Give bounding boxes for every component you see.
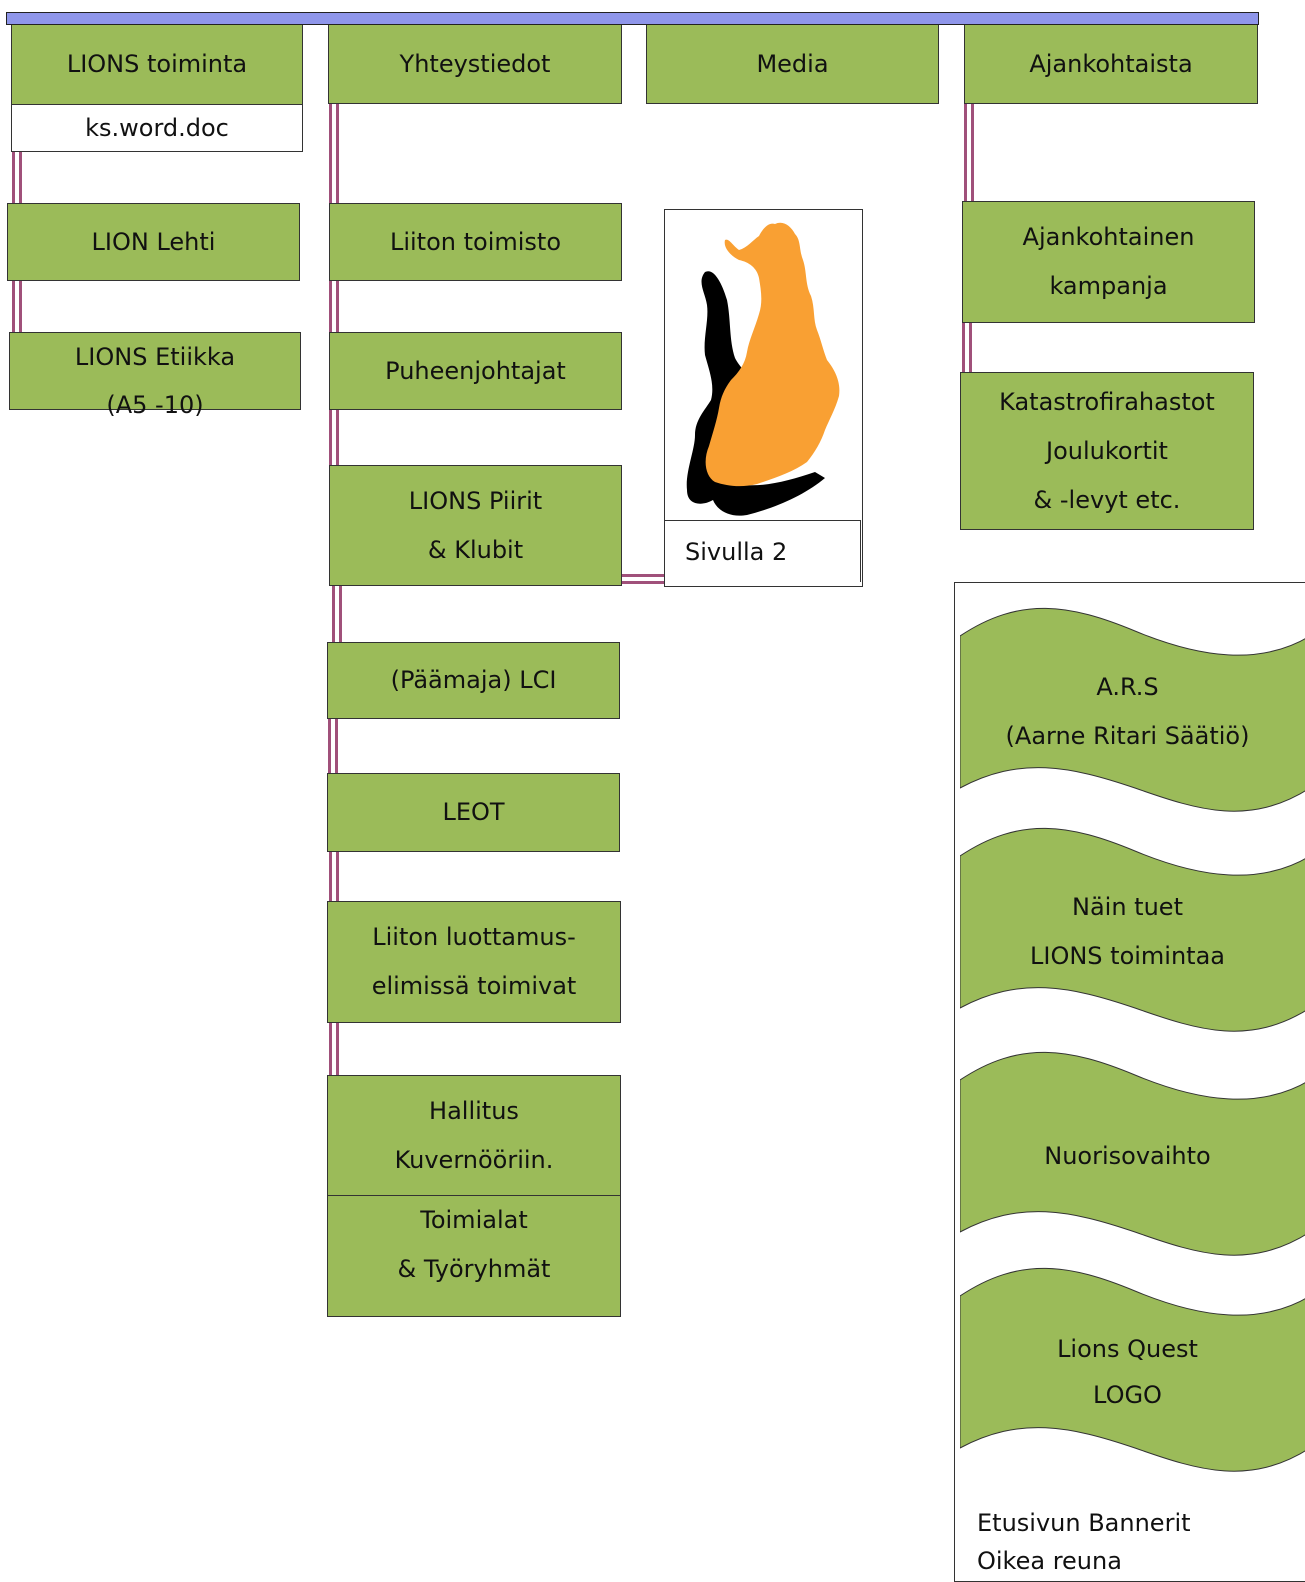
wave-flag-shape bbox=[960, 607, 1305, 812]
box-label-line2: kampanja bbox=[1049, 272, 1168, 300]
box-paamaja-lci[interactable]: (Päämaja) LCI bbox=[327, 642, 620, 719]
box-lions-piirit[interactable]: LIONS Piirit & Klubit bbox=[329, 465, 622, 586]
box-label-line2: (A5 -10) bbox=[106, 391, 204, 419]
box-liiton-luottamus[interactable]: Liiton luottamus-elimissä toimivat bbox=[327, 901, 621, 1023]
box-label-line1: LIONS Piirit bbox=[408, 486, 543, 515]
box-label-line1: Toimialat bbox=[420, 1206, 528, 1234]
connector bbox=[329, 410, 339, 465]
banner-label-line1: Näin tuet bbox=[1072, 893, 1183, 921]
map-caption: Sivulla 2 bbox=[685, 537, 788, 566]
connector bbox=[964, 104, 974, 202]
connector bbox=[329, 281, 339, 332]
box-label-line1: Ajankohtainen bbox=[1022, 223, 1195, 251]
finland-map-icon bbox=[686, 222, 840, 516]
box-label: (Päämaja) LCI bbox=[390, 666, 557, 694]
connector bbox=[12, 152, 22, 203]
box-label-line1: Liiton luottamus- bbox=[372, 923, 576, 951]
box-toimialat[interactable]: Toimialat & Työryhmät bbox=[327, 1195, 621, 1317]
box-label: LION Lehti bbox=[91, 227, 216, 256]
nav-label: Media bbox=[756, 49, 829, 78]
box-leot[interactable]: LEOT bbox=[327, 773, 620, 852]
box-label-line2: Kuvernööriin. bbox=[394, 1145, 554, 1174]
note-label: ks.word.doc bbox=[85, 114, 229, 142]
box-puheenjohtajat[interactable]: Puheenjohtajat bbox=[329, 332, 622, 410]
banner-label-line2: LIONS toimintaa bbox=[1030, 942, 1225, 970]
nav-label: Yhteystiedot bbox=[399, 49, 551, 78]
wave-flag-shape bbox=[960, 1051, 1305, 1256]
banner-label-line2: (Aarne Ritari Säätiö) bbox=[1005, 722, 1250, 750]
box-label: LEOT bbox=[442, 798, 505, 826]
box-lions-etiikka[interactable]: LIONS Etiikka (A5 -10) bbox=[9, 332, 301, 419]
nav-ajankohtaista[interactable]: Ajankohtaista bbox=[964, 25, 1258, 104]
connector bbox=[329, 852, 339, 901]
box-label: Liiton toimisto bbox=[389, 227, 562, 256]
finland-map-frame[interactable]: Sivulla 2 bbox=[664, 209, 863, 587]
nav-yhteystiedot[interactable]: Yhteystiedot bbox=[328, 25, 622, 104]
note-word-doc: ks.word.doc bbox=[11, 104, 303, 152]
connector bbox=[328, 719, 338, 773]
connector bbox=[962, 323, 972, 372]
box-label-line2: Joulukortit bbox=[1046, 436, 1168, 465]
box-lion-lehti[interactable]: LION Lehti bbox=[7, 203, 300, 281]
box-liiton-toimisto[interactable]: Liiton toimisto bbox=[329, 203, 622, 281]
connector bbox=[329, 104, 339, 204]
box-ajankohtainen-kampanja[interactable]: Ajankohtainen kampanja bbox=[962, 201, 1255, 323]
banner-panel-caption-line2: Oikea reuna bbox=[977, 1547, 1122, 1575]
box-label: Puheenjohtajat bbox=[385, 356, 566, 385]
connector bbox=[12, 281, 22, 332]
map-caption-box: Sivulla 2 bbox=[665, 520, 861, 582]
box-label-line2: elimissä toimivat bbox=[371, 972, 577, 1000]
box-label-line3: & -levyt etc. bbox=[1033, 485, 1181, 514]
nav-label: LIONS toiminta bbox=[66, 50, 248, 78]
banner-panel-caption-line1: Etusivun Bannerit bbox=[977, 1509, 1191, 1537]
connector bbox=[329, 1023, 339, 1075]
box-label-line2: & Työryhmät bbox=[397, 1255, 551, 1283]
banner-label: Nuorisovaihto bbox=[1044, 1141, 1211, 1170]
banner-label-line2: LOGO bbox=[1093, 1381, 1162, 1409]
connector bbox=[332, 586, 342, 642]
banner-nuorisovaihto[interactable]: Nuorisovaihto bbox=[960, 1050, 1305, 1262]
box-label-line2: & Klubit bbox=[427, 535, 524, 564]
wave-flag-shape bbox=[960, 1267, 1305, 1472]
top-navigation-bar bbox=[6, 12, 1259, 25]
wave-flag-shape bbox=[960, 827, 1305, 1032]
box-label-line1: Hallitus bbox=[429, 1096, 519, 1125]
box-label-line1: LIONS Etiikka bbox=[74, 343, 236, 371]
banner-label-line1: Lions Quest bbox=[1057, 1335, 1198, 1363]
banner-ars[interactable]: A.R.S (Aarne Ritari Säätiö) bbox=[960, 606, 1305, 818]
box-label-line1: Katastrofirahastot bbox=[999, 387, 1215, 416]
map-land bbox=[705, 222, 840, 487]
connector-to-map bbox=[622, 574, 666, 584]
nav-media[interactable]: Media bbox=[646, 25, 939, 104]
nav-lions-toiminta[interactable]: LIONS toiminta bbox=[11, 25, 303, 105]
nav-label: Ajankohtaista bbox=[1029, 49, 1193, 78]
banner-label-line1: A.R.S bbox=[1096, 673, 1159, 701]
